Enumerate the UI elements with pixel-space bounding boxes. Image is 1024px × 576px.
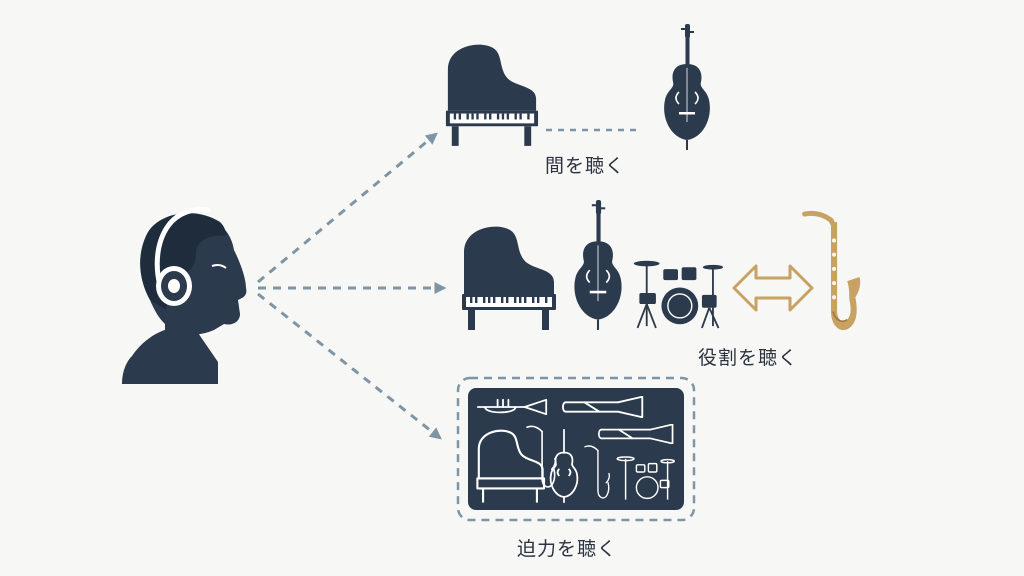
label-listen-power: 迫力を聴く [517,538,618,560]
label-listen-space: 間を聴く [545,155,626,177]
listener-headphones-icon [122,207,247,384]
double-bass-icon [573,199,623,331]
double-bass-icon [663,23,711,151]
ensemble-frame [456,376,696,522]
saxophone-icon [805,213,861,330]
drum-kit-icon [632,259,724,329]
arrow-to-bottom [257,292,442,440]
grand-piano-icon [445,44,539,146]
grand-piano-icon [462,226,556,330]
arrow-to-top [257,132,438,284]
label-listen-role: 役割を聴く [698,347,799,369]
double-arrow-icon [732,264,814,312]
